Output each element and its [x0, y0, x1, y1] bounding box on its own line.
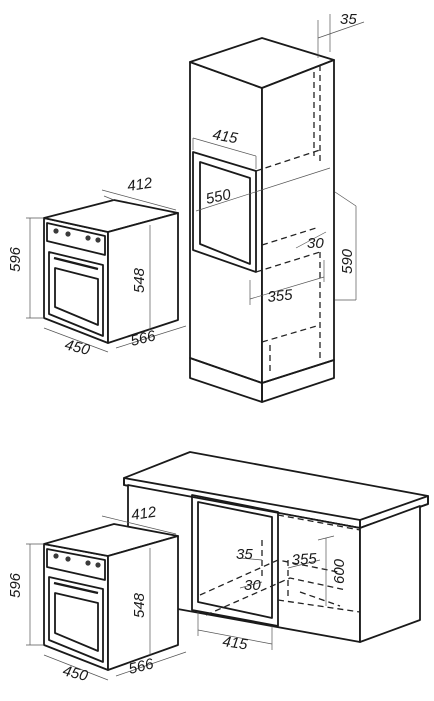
top-oven-width-label: 450: [63, 336, 92, 359]
bottom-oven-door: [48, 576, 104, 663]
knob-icon: [95, 237, 101, 243]
bottom-niche-height-label: 600: [331, 558, 348, 584]
top-niche-width-label: 415: [211, 126, 239, 147]
bottom-counter: [123, 451, 429, 650]
bottom-gap-bottom-label: 30: [244, 577, 261, 594]
bottom-labels: 596 450 566 548 412 415 35 30 355 600: [7, 504, 348, 686]
top-oven-top-depth-label: 412: [126, 175, 154, 195]
lower-cabinet-side: [359, 505, 421, 643]
top-oven: [26, 189, 187, 353]
top-cabinet-plinth-side: [261, 359, 335, 403]
top-oven-height-label: 596: [7, 246, 24, 272]
bottom-oven: [26, 515, 187, 681]
bottom-oven-depth-label: 566: [127, 655, 156, 678]
bottom-oven-inner-height-label: 548: [131, 592, 148, 618]
knob-icon: [53, 228, 59, 234]
top-cabinet: [189, 14, 365, 403]
knob-icon: [53, 553, 59, 559]
top-labels: 596 450 566 548 412 415 550 30 355 590 3…: [7, 11, 357, 359]
bottom-oven-window: [54, 592, 99, 652]
bottom-gap-top-label: 35: [236, 546, 253, 563]
bottom-niche: [191, 494, 279, 627]
knob-icon: [85, 560, 91, 566]
knob-icon: [95, 562, 101, 568]
top-gap-label: 30: [307, 235, 324, 252]
top-oven-inner-height-label: 548: [131, 267, 148, 293]
bottom-oven-width-label: 450: [61, 662, 90, 685]
knob-icon: [65, 556, 71, 562]
knob-icon: [65, 231, 71, 237]
bottom-oven-height-label: 596: [7, 572, 24, 598]
top-oven-control-panel: [46, 222, 106, 256]
top-oven-handle: [53, 256, 99, 271]
top-niche-height-label: 590: [339, 248, 356, 274]
bottom-niche-inner: [197, 501, 273, 619]
bottom-oven-side: [107, 535, 179, 671]
bottom-niche-width-label: 415: [221, 633, 249, 653]
bottom-oven-control-panel: [46, 548, 106, 581]
top-niche-depth-label: 550: [204, 186, 233, 208]
top-offset-label: 35: [340, 11, 357, 28]
top-cabinet-niche-inner: [199, 161, 251, 265]
top-oven-side: [107, 212, 179, 344]
top-inner-depth-label: 355: [267, 286, 294, 306]
top-oven-depth-label: 566: [129, 327, 158, 350]
top-oven-door: [48, 251, 104, 337]
top-cabinet-side: [261, 59, 335, 384]
bottom-oven-handle: [53, 581, 99, 595]
bottom-oven-top-depth-label: 412: [130, 504, 158, 524]
top-oven-window: [54, 267, 99, 326]
bottom-inner-depth-label: 355: [291, 550, 318, 569]
knob-icon: [85, 235, 91, 241]
countertop-side: [359, 495, 429, 529]
